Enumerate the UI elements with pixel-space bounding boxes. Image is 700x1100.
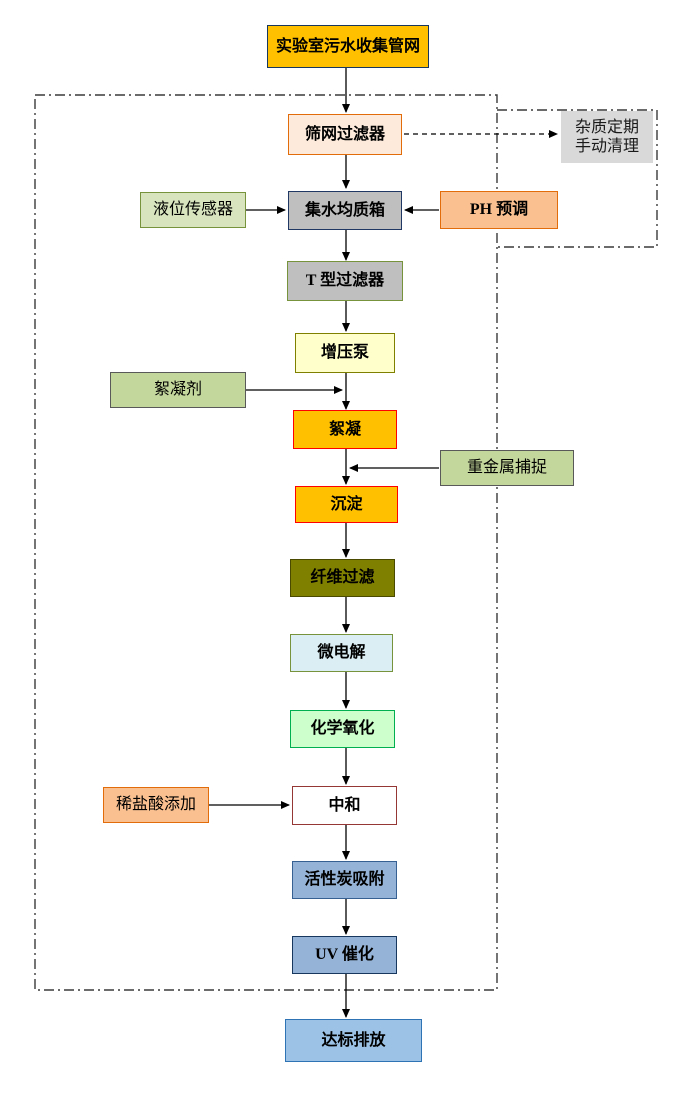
node-discharge: 达标排放 bbox=[285, 1019, 422, 1062]
node-flocculant: 絮凝剂 bbox=[110, 372, 246, 408]
node-t-filter: T 型过滤器 bbox=[287, 261, 403, 301]
node-hcl-addition: 稀盐酸添加 bbox=[103, 787, 209, 823]
node-level-sensor: 液位传感器 bbox=[140, 192, 246, 228]
manual-cleaning-line1: 杂质定期 bbox=[574, 118, 639, 136]
node-activated-carbon: 活性炭吸附 bbox=[292, 861, 397, 899]
manual-cleaning-line2: 手动清理 bbox=[574, 138, 639, 155]
node-heavy-metal-capture: 重金属捕捉 bbox=[440, 450, 574, 486]
node-flocculation: 絮凝 bbox=[293, 410, 397, 449]
node-neutralization: 中和 bbox=[292, 786, 397, 825]
node-source: 实验室污水收集管网 bbox=[267, 25, 429, 68]
node-booster-pump: 增压泵 bbox=[295, 333, 395, 373]
system-boundary-extension bbox=[497, 109, 658, 248]
node-manual-cleaning-note: 杂质定期 手动清理 bbox=[561, 111, 653, 163]
node-fiber-filter: 纤维过滤 bbox=[290, 559, 395, 597]
node-chemical-oxidation: 化学氧化 bbox=[290, 710, 395, 748]
node-collection-tank: 集水均质箱 bbox=[288, 191, 402, 230]
node-ph-preadjust: PH 预调 bbox=[440, 191, 558, 229]
system-boundary bbox=[34, 94, 498, 991]
node-sedimentation: 沉淀 bbox=[295, 486, 398, 523]
node-uv-catalysis: UV 催化 bbox=[292, 936, 397, 974]
node-micro-electrolysis: 微电解 bbox=[290, 634, 393, 672]
node-screen-filter: 筛网过滤器 bbox=[288, 114, 402, 155]
